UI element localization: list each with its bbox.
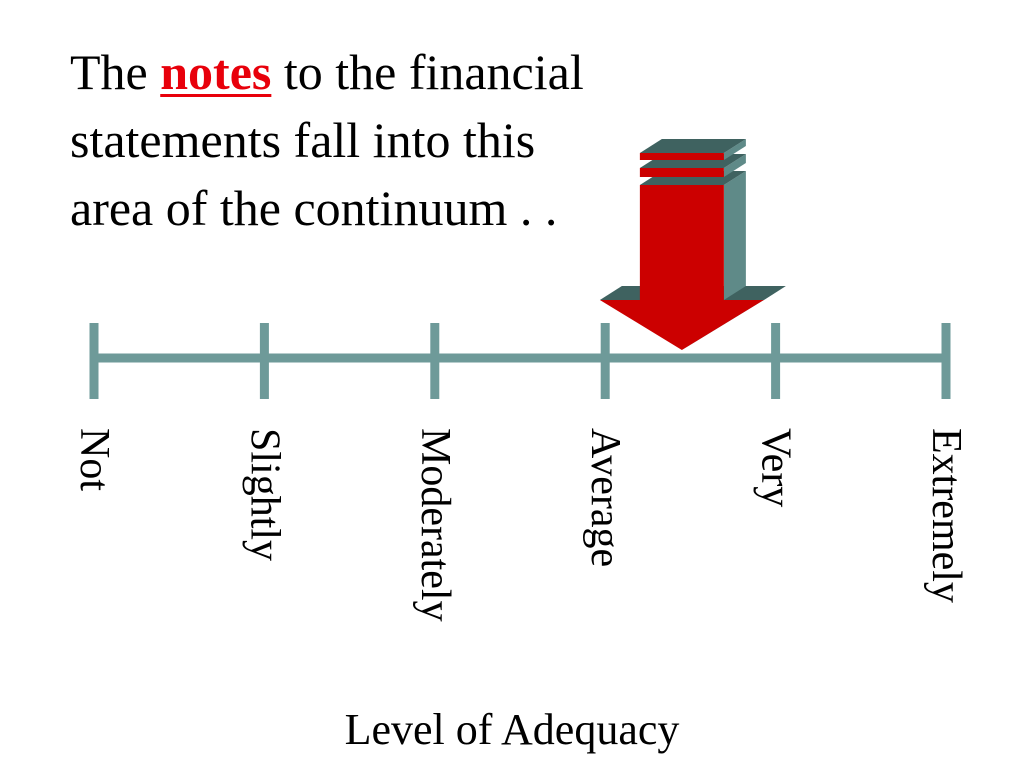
level-label-moderately: Moderately [411,428,458,622]
headline: The notes to the financial statements fa… [70,38,690,242]
level-label-extremely: Extremely [923,428,969,603]
headline-emphasis-notes: notes [160,44,272,100]
headline-line-1: The notes to the financial [70,38,690,106]
headline-line-3: area of the continuum . . [70,180,558,236]
headline-text-before: The [70,44,161,100]
level-label-very: Very [752,428,799,508]
level-label-average: Average [582,428,629,568]
arrow-shaft-side-1 [723,154,746,177]
axis-title: Level of Adequacy [344,705,680,754]
level-label-not: Not [71,428,117,491]
arrow-head-side [681,286,786,350]
arrow-head-top [599,286,786,300]
headline-line-2: statements fall into this [70,112,536,168]
arrow-shaft-side-2 [723,139,746,160]
headline-text-after: to the financial [271,44,584,100]
arrow-shaft-side-0 [723,171,746,300]
continuum-ticks [89,323,951,399]
level-label-slightly: Slightly [241,428,288,562]
